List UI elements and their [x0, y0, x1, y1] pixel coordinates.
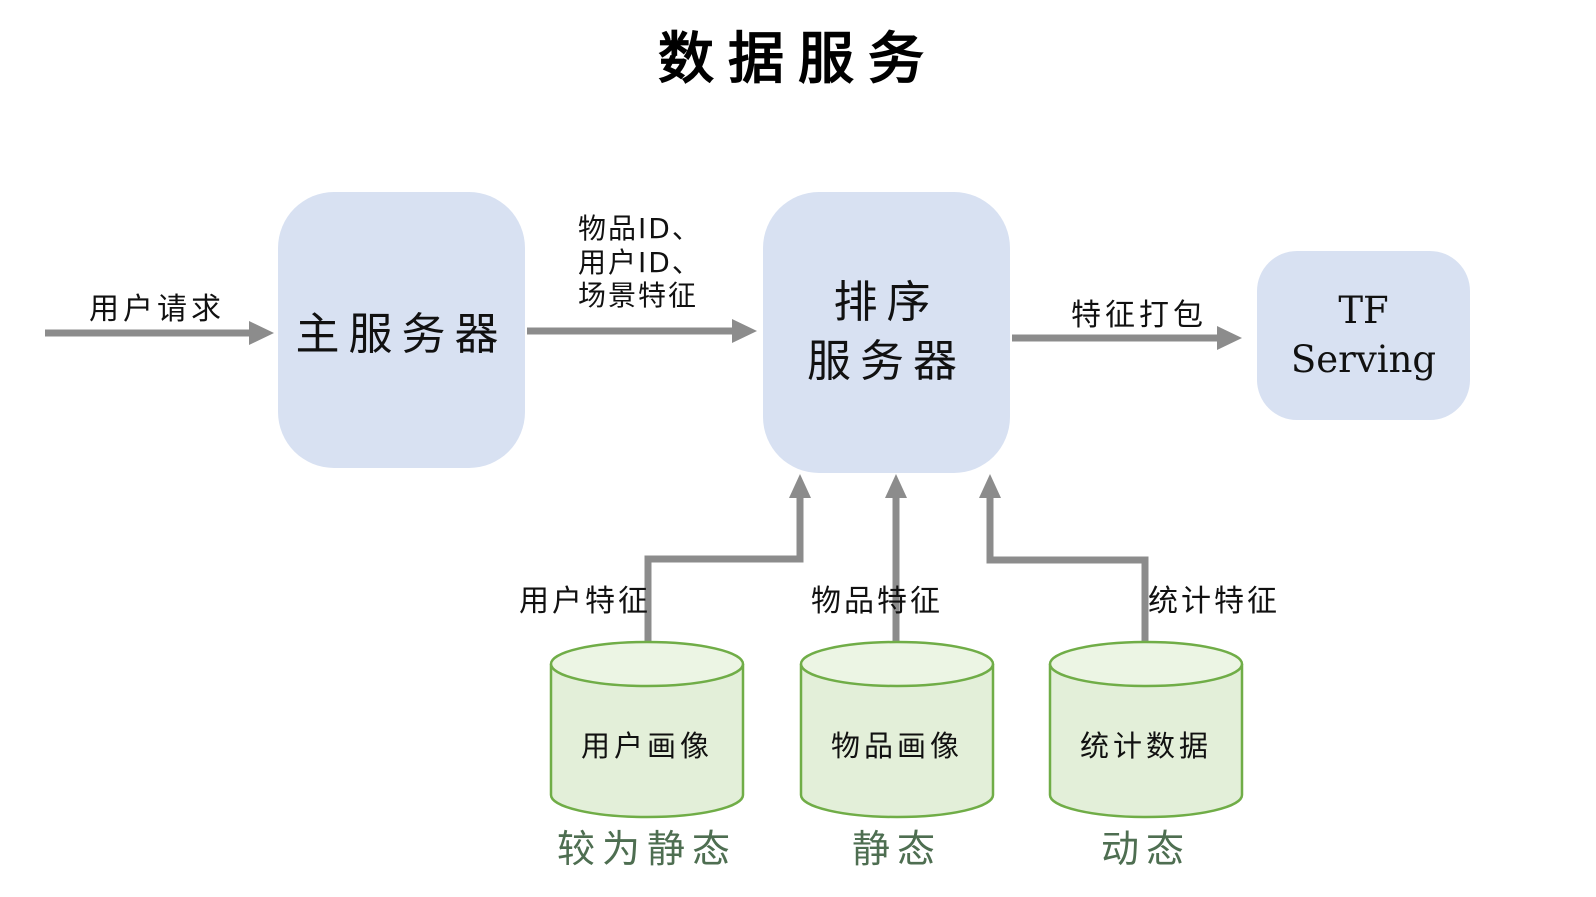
database-item-profile: 物品画像 [799, 639, 995, 821]
caption-item-profile: 静态 [851, 827, 942, 871]
node-main-server: 主服务器 [278, 192, 525, 468]
arrow-feature-pack-icon [1012, 326, 1242, 350]
edge-label-user-request: 用户请求 [89, 292, 225, 327]
edge-label-item-features: 物品特征 [811, 584, 943, 619]
arrow-item-features-icon [885, 474, 907, 644]
database-item-profile-label: 物品画像 [830, 729, 963, 763]
edge-label-stat-features: 统计特征 [1148, 584, 1280, 619]
tf-serving-label-line1: TF [1338, 289, 1389, 333]
ranking-server-label-line1: 排序 [833, 277, 940, 329]
arrow-stat-features-icon [979, 474, 1149, 642]
caption-user-profile: 较为静态 [556, 827, 737, 871]
database-cylinder-icon [549, 640, 745, 819]
node-tf-serving: TF Serving [1257, 251, 1470, 420]
page-title: 数据服务 [658, 27, 938, 92]
arrow-request-payload-icon [527, 319, 757, 343]
ranking-server-label-line2: 服务器 [807, 335, 966, 387]
database-user-profile: 用户画像 [549, 639, 745, 821]
database-cylinder-icon [799, 640, 995, 819]
request-payload-line3: 场景特征 [578, 279, 699, 313]
arrow-user-features-icon [644, 474, 811, 642]
tf-serving-label-line2: Serving [1290, 337, 1437, 381]
caption-statistics: 动态 [1100, 827, 1191, 871]
edge-label-feature-pack: 特征打包 [1071, 298, 1207, 333]
request-payload-line1: 物品ID、 [578, 212, 702, 245]
request-payload-line2: 用户ID、 [578, 245, 702, 279]
edge-label-user-features: 用户特征 [519, 584, 651, 619]
database-user-profile-label: 用户画像 [580, 729, 713, 763]
arrow-user-request-icon [45, 321, 274, 345]
edge-label-request-payload: 物品ID、 用户ID、 场景特征 [578, 212, 702, 313]
database-statistics-label: 统计数据 [1079, 729, 1212, 763]
main-server-label: 主服务器 [295, 309, 508, 360]
node-ranking-server: 排序 服务器 [763, 192, 1010, 473]
database-cylinder-icon [1048, 640, 1244, 819]
database-statistics: 统计数据 [1048, 639, 1244, 821]
